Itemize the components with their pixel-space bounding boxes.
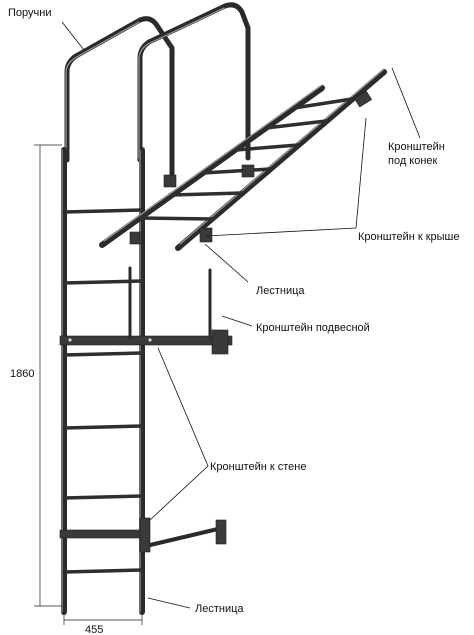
roof-ladder-rung (234, 143, 300, 152)
wall-bracket-arm (144, 526, 224, 548)
leader-wall-bracket (149, 347, 209, 521)
roof-ladder (99, 68, 387, 251)
ridge-bracket (354, 90, 372, 108)
ladder-rung (62, 351, 144, 357)
label-handrails: Поручни (8, 7, 51, 19)
leader-roof-bracket (205, 117, 367, 237)
roof-bracket-lower (129, 231, 141, 245)
ladder-rung (62, 568, 144, 574)
ladder-rung (62, 424, 144, 430)
leader-ladder-bottom (147, 597, 191, 609)
hanging-bracket-plate (211, 329, 229, 355)
roof-ladder-rung (292, 97, 354, 110)
hanging-bracket-bar (59, 335, 233, 346)
leader-handrails (61, 21, 85, 51)
hanging-bracket-group (59, 266, 233, 355)
handrail-left (64, 16, 175, 181)
roof-ladder-rung (138, 216, 214, 221)
roof-ladder-stile-lower-highlight (103, 84, 323, 242)
roof-bracket (199, 227, 213, 243)
ladder-rung (62, 208, 144, 214)
bolt-hole (148, 338, 152, 342)
ladder-rung (62, 494, 144, 500)
label-wall-bracket: Кронштейн к стене (210, 461, 306, 473)
width-dimension-text: 455 (85, 624, 103, 635)
roof-clamp (241, 164, 255, 178)
wall-ladder (61, 147, 145, 615)
label-ladder-top: Лестница (256, 285, 305, 297)
wall-bracket-group (59, 517, 227, 553)
leader-hanging-bracket (221, 315, 253, 327)
roof-ladder-rung (201, 167, 272, 175)
label-ladder-bottom: Лестница (195, 603, 244, 615)
roof-ladder-rung (170, 191, 244, 197)
handrail-right-highlight (138, 7, 225, 159)
wall-bracket-bar (59, 529, 147, 539)
label-ridge-bracket-2: под конек (388, 155, 438, 167)
handrails-group (64, 2, 251, 181)
wall-bracket-clamp (139, 517, 151, 553)
handrail-left-highlight (65, 21, 140, 159)
wall-bracket-plate (215, 519, 227, 545)
bolt-hole (68, 338, 72, 342)
leader-ladder-top (204, 243, 249, 283)
label-hanging-bracket: Кронштейн подвесной (256, 322, 370, 334)
dimension-height: 1860 (10, 144, 62, 607)
roof-ladder-rung (264, 119, 328, 130)
label-ridge-bracket-1: Кронштейн (388, 141, 445, 153)
dimension-width: 455 (63, 612, 143, 635)
label-roof-bracket: Кронштейн к крыше (358, 231, 460, 243)
roof-clamp (163, 174, 177, 188)
leader-ridge-bracket (391, 67, 421, 139)
height-dimension-text: 1860 (10, 368, 34, 380)
